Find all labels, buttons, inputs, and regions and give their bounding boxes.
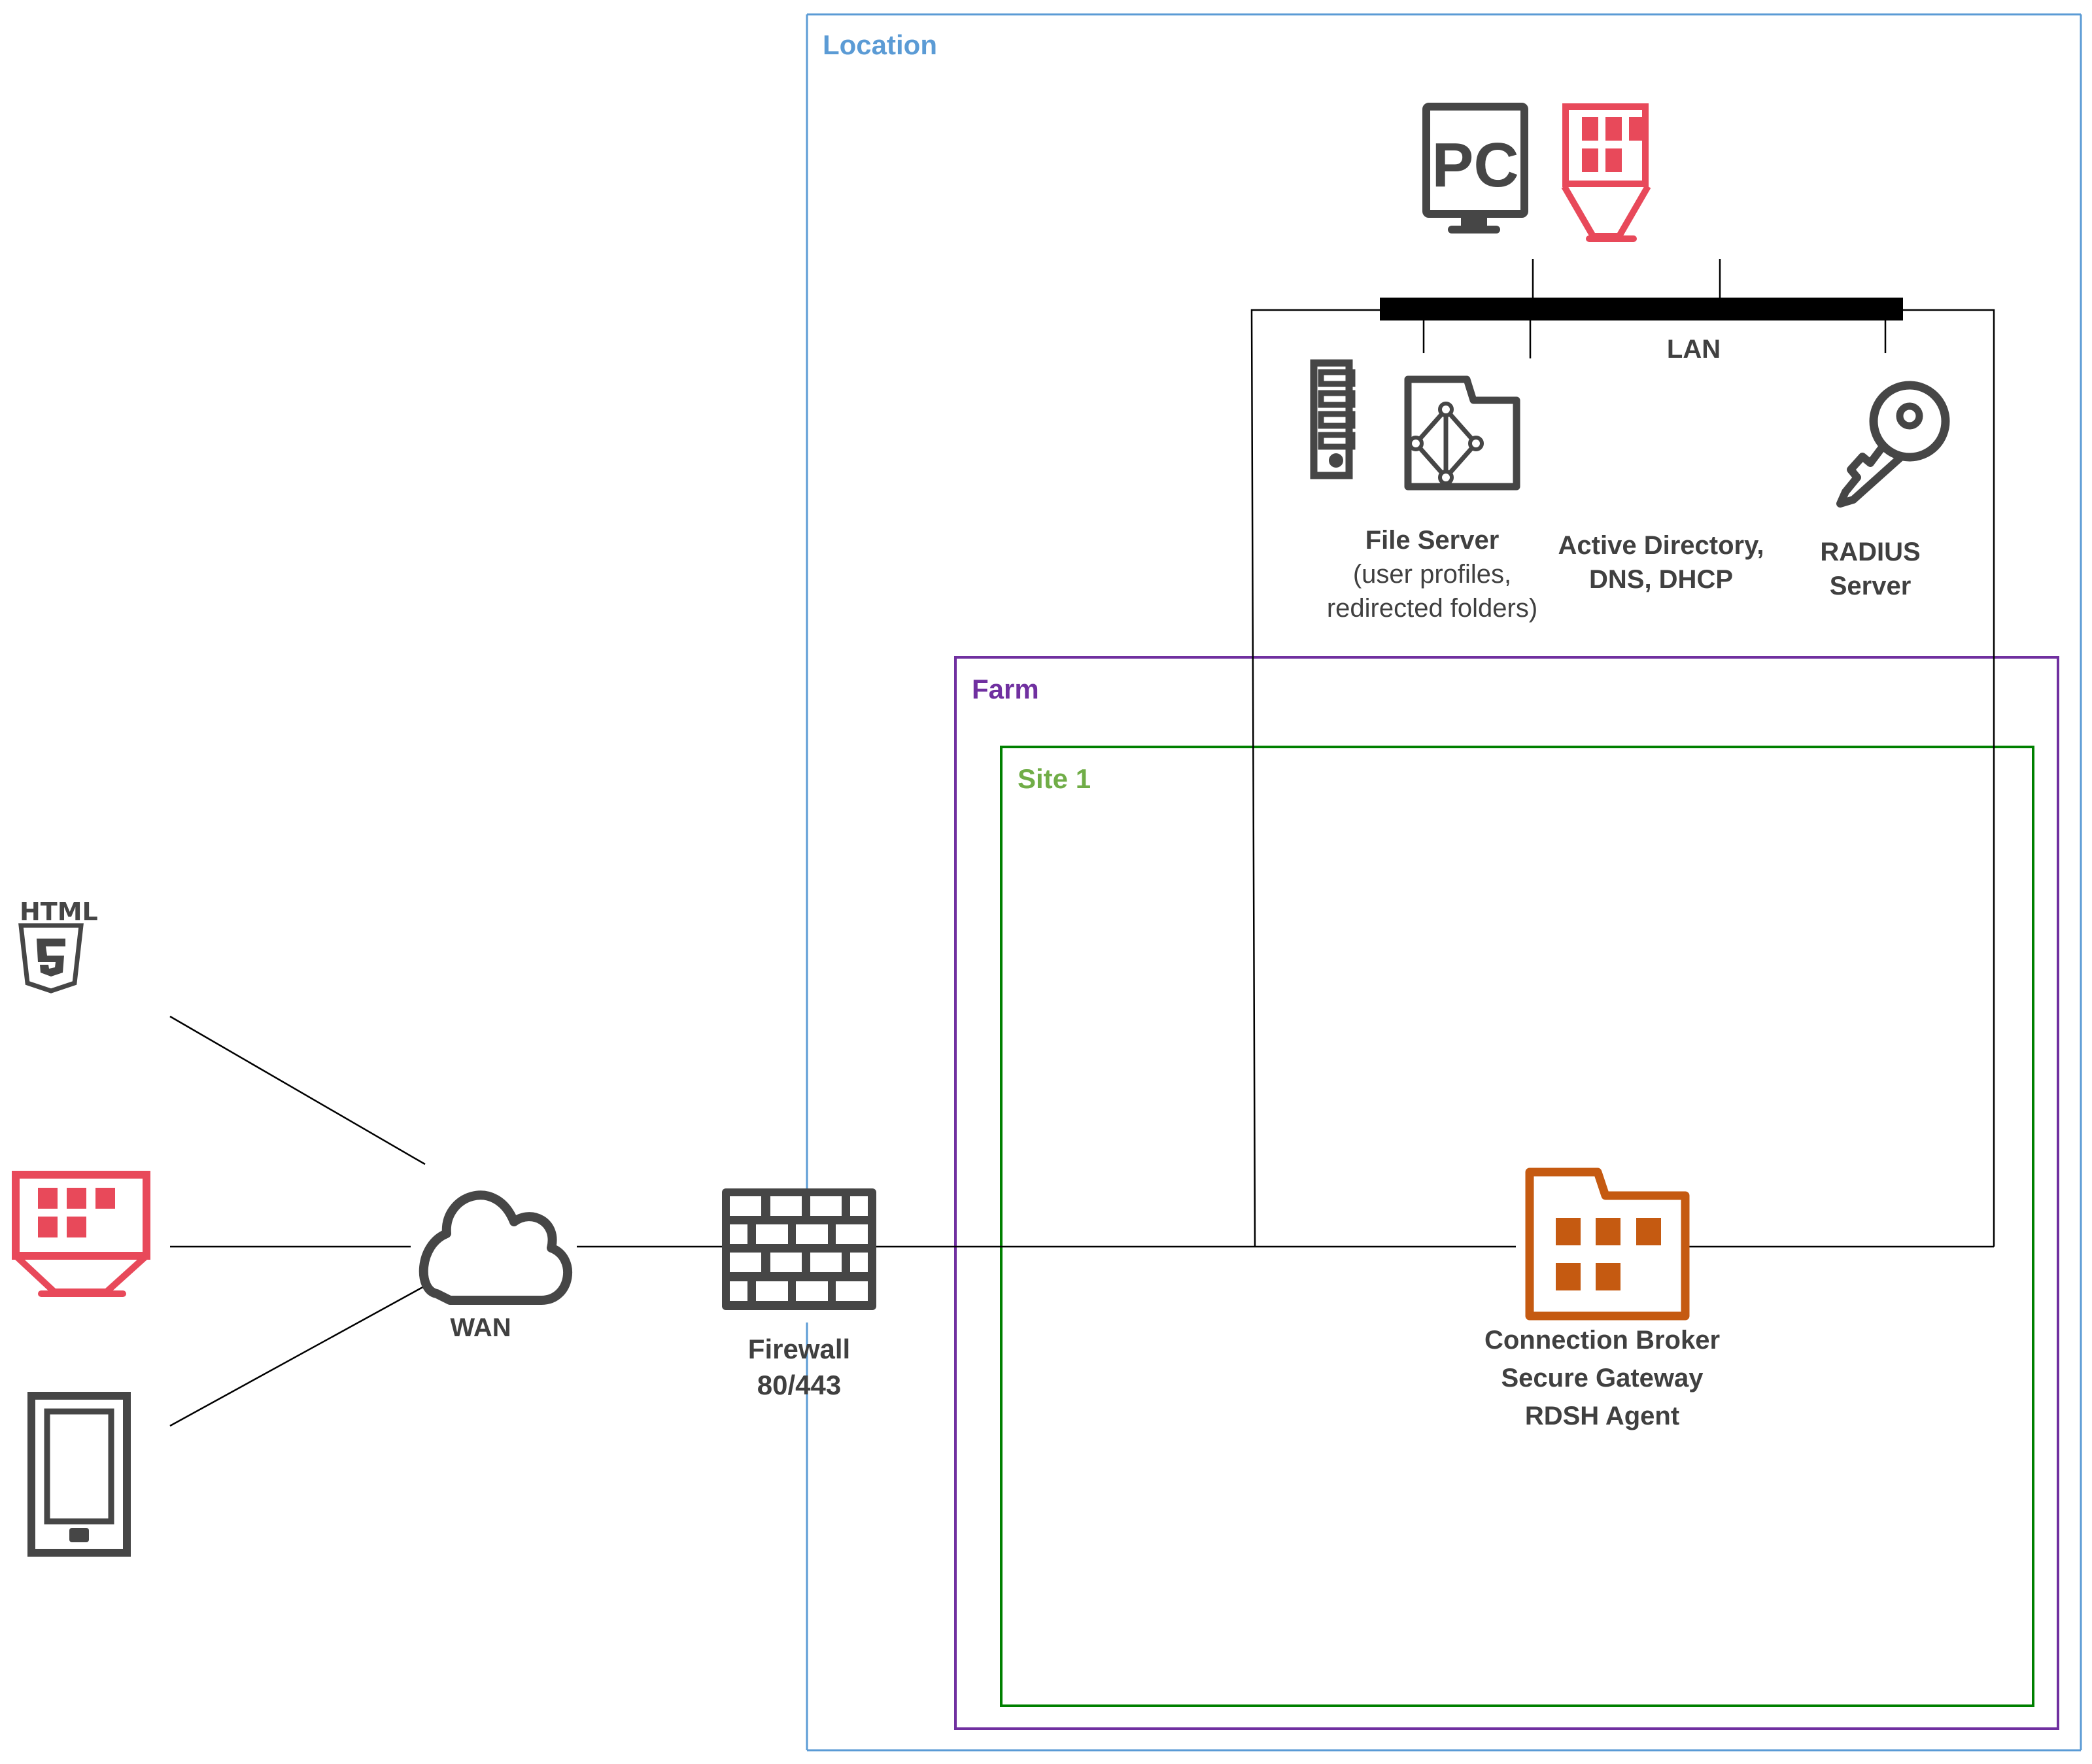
- tablet-icon[interactable]: [27, 1392, 131, 1557]
- lan-client-app-icon[interactable]: [1561, 103, 1651, 242]
- location-title: Location: [823, 29, 937, 60]
- pc-monitor-icon[interactable]: [1422, 103, 1528, 233]
- radius-label-line1: RADIUS: [1820, 538, 1921, 566]
- pc-text: PC: [1432, 130, 1518, 200]
- lan-bus: [1380, 298, 1903, 320]
- location-container: [806, 13, 2082, 1752]
- file-server-label-line2: (user profiles,: [1352, 560, 1512, 589]
- html5-to-wan-link: [169, 1015, 426, 1166]
- cloud-icon[interactable]: [419, 1190, 572, 1305]
- key-icon[interactable]: [1836, 381, 1950, 508]
- radius-label: RADIUS Server: [1779, 535, 1962, 603]
- connection-broker-label-line1: Connection Broker: [1484, 1326, 1721, 1355]
- farm-title: Farm: [972, 674, 1039, 704]
- file-server-label-line1: File Server: [1365, 526, 1500, 555]
- ad-label-line2: DNS, DHCP: [1588, 565, 1734, 594]
- server-icon[interactable]: [1310, 359, 1356, 479]
- radius-label-line2: Server: [1829, 572, 1912, 600]
- firewall-label: Firewall 80/443: [701, 1332, 897, 1403]
- file-server-label-line3: redirected folders): [1326, 594, 1538, 623]
- html5-icon[interactable]: [18, 923, 84, 994]
- tablet-to-wan-link: [169, 1285, 426, 1427]
- site-container: [1000, 746, 2034, 1707]
- farm-container: [954, 656, 2059, 1730]
- html5-badge-text: HTML: [20, 897, 98, 926]
- lan-label: LAN: [1666, 335, 1721, 364]
- connection-broker-label: Connection Broker Secure Gateway RDSH Ag…: [1432, 1321, 1772, 1435]
- file-server-label: File Server (user profiles, redirected f…: [1282, 523, 1583, 625]
- client-app-icon[interactable]: [12, 1171, 150, 1297]
- site-title: Site 1: [1018, 763, 1091, 794]
- wan-label: WAN: [450, 1313, 511, 1342]
- lan-right-link: [1903, 309, 1995, 1247]
- connection-broker-label-line2: Secure Gateway: [1501, 1364, 1704, 1392]
- connection-broker-label-line3: RDSH Agent: [1524, 1402, 1680, 1430]
- broker-folder-icon[interactable]: [1525, 1167, 1690, 1321]
- firewall-label-line2: 80/443: [757, 1369, 842, 1400]
- lan-left-link: [1250, 309, 1380, 1247]
- ad-label-line1: Active Directory,: [1558, 531, 1764, 560]
- directory-folder-icon[interactable]: [1404, 375, 1520, 491]
- connection-lines: [169, 259, 1995, 1427]
- firewall-icon[interactable]: [722, 1188, 876, 1310]
- firewall-label-line1: Firewall: [747, 1334, 851, 1364]
- ad-label: Active Directory, DNS, DHCP: [1524, 528, 1798, 597]
